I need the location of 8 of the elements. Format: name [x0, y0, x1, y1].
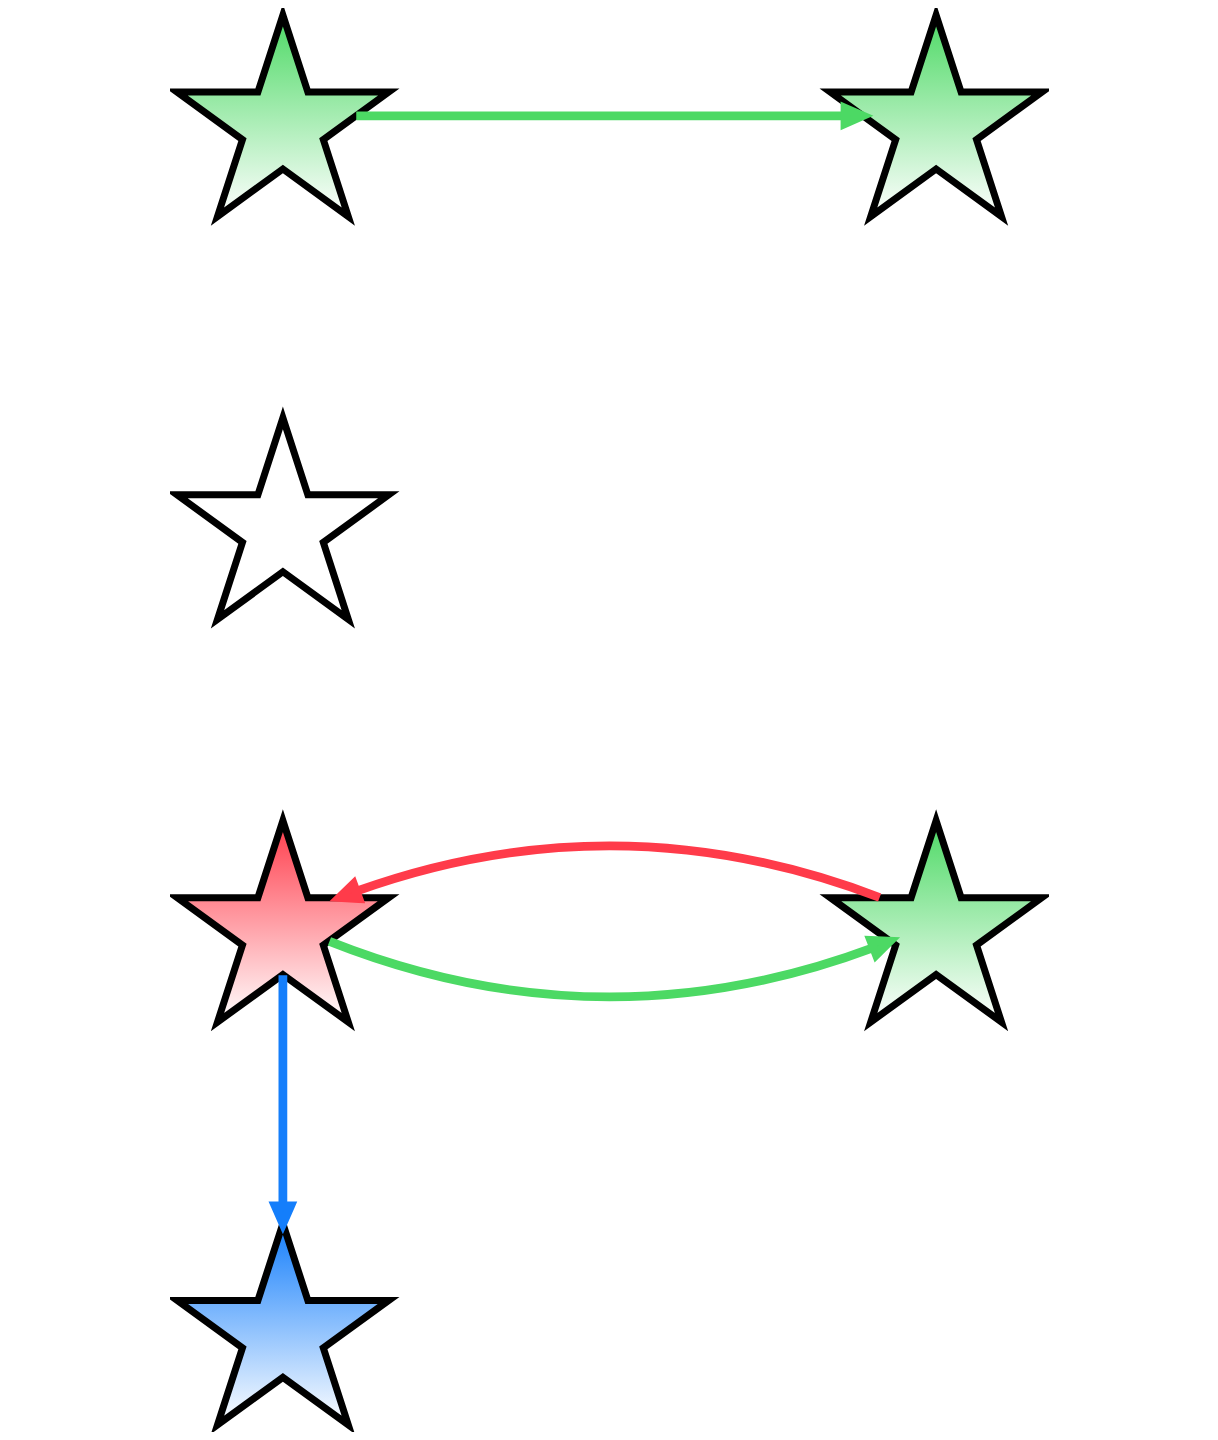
node-star: [819, 8, 1049, 226]
node-star: [169, 809, 399, 1032]
node-star: [169, 406, 399, 629]
node-star: [169, 8, 399, 226]
arrow: [355, 101, 873, 131]
node-star: [819, 809, 1049, 1032]
arrow: [327, 935, 900, 1002]
arrow: [328, 841, 881, 904]
